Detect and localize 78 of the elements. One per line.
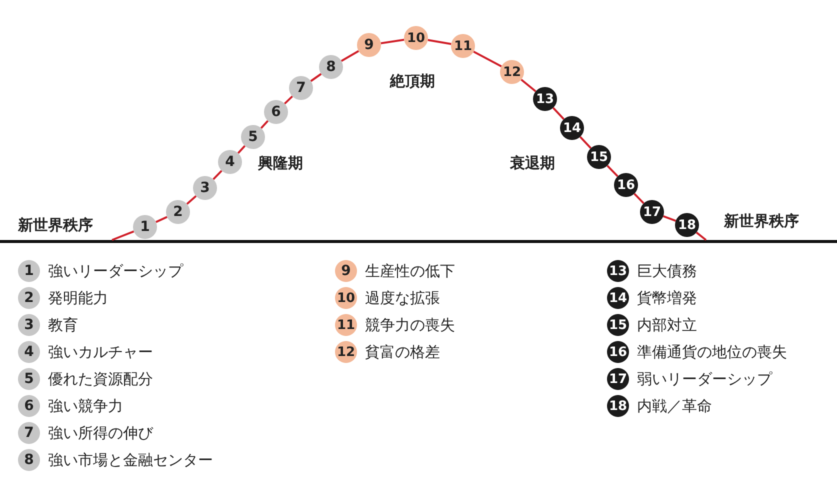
numbered-circle: 1 (133, 215, 157, 239)
item-label: 生産性の低下 (365, 261, 455, 282)
curve-segment (606, 164, 618, 178)
era-label: 新世界秩序 (18, 216, 93, 235)
numbered-circle: 9 (335, 260, 357, 282)
item-label: 強い競争力 (48, 396, 123, 417)
numbered-circle: 9 (357, 33, 381, 57)
numbered-circle: 6 (264, 100, 288, 124)
curve-segment (662, 215, 676, 222)
numbered-circle: 5 (18, 368, 40, 390)
curve-segment (696, 232, 707, 241)
item-label: 強い市場と金融センター (48, 450, 213, 471)
phase-label: 絶頂期 (390, 72, 435, 91)
curve-segment (237, 145, 246, 154)
item-label: 発明能力 (48, 288, 108, 309)
item-label: 内部対立 (637, 315, 697, 336)
curve-segment (520, 78, 536, 92)
item-label: 過度な拡張 (365, 288, 440, 309)
item-label: 強いカルチャー (48, 342, 153, 363)
numbered-circle: 5 (241, 125, 265, 149)
numbered-circle: 12 (335, 341, 357, 363)
curve-segment (186, 195, 197, 205)
numbered-circle: 16 (607, 341, 629, 363)
numbered-circle: 6 (18, 395, 40, 417)
numbered-circle: 17 (640, 200, 664, 224)
numbered-circle: 2 (18, 287, 40, 309)
numbered-circle: 15 (607, 314, 629, 336)
numbered-circle: 4 (218, 150, 242, 174)
phase-label: 衰退期 (510, 154, 555, 173)
curve-segment (310, 73, 322, 82)
curve-segment (428, 39, 452, 45)
curve-segment (634, 192, 644, 204)
curve-segment (579, 136, 592, 149)
numbered-circle: 2 (166, 200, 190, 224)
numbered-circle: 14 (607, 287, 629, 309)
numbered-circle: 8 (18, 449, 40, 471)
curve-segment (212, 170, 222, 180)
item-label: 教育 (48, 315, 78, 336)
item-label: 準備通貨の地位の喪失 (637, 342, 787, 363)
curve-segment (156, 216, 168, 223)
item-label: 貧富の格差 (365, 342, 440, 363)
curve-segment (340, 50, 360, 62)
curve-segment (260, 120, 269, 129)
curve-segment (473, 50, 502, 68)
numbered-circle: 15 (587, 145, 611, 169)
item-label: 強いリーダーシップ (48, 261, 183, 282)
numbered-circle: 7 (18, 422, 40, 444)
item-label: 競争力の喪失 (365, 315, 455, 336)
numbered-circle: 3 (193, 176, 217, 200)
curve-segment (112, 230, 134, 241)
numbered-circle: 7 (289, 76, 313, 100)
numbered-circle: 17 (607, 368, 629, 390)
curve-segment (552, 107, 565, 120)
numbered-circle: 3 (18, 314, 40, 336)
numbered-circle: 18 (607, 395, 629, 417)
item-label: 強い所得の伸び (48, 423, 153, 444)
numbered-circle: 18 (675, 213, 699, 237)
numbered-circle: 10 (335, 287, 357, 309)
numbered-circle: 1 (18, 260, 40, 282)
numbered-circle: 14 (560, 116, 584, 140)
numbered-circle: 8 (319, 55, 343, 79)
numbered-circle: 10 (404, 26, 428, 50)
era-label: 新世界秩序 (724, 212, 799, 231)
item-label: 内戦／革命 (637, 396, 712, 417)
item-label: 貨幣増発 (637, 288, 697, 309)
item-label: 巨大債務 (637, 261, 697, 282)
phase-label: 興隆期 (258, 154, 303, 173)
numbered-circle: 11 (335, 314, 357, 336)
curve-segment (284, 96, 294, 104)
numbered-circle: 4 (18, 341, 40, 363)
numbered-circle: 13 (607, 260, 629, 282)
item-label: 優れた資源配分 (48, 369, 153, 390)
numbered-circle: 16 (614, 173, 638, 197)
numbered-circle: 11 (451, 34, 475, 58)
numbered-circle: 13 (533, 87, 557, 111)
numbered-circle: 12 (500, 60, 524, 84)
curve-segment (380, 38, 404, 44)
item-label: 弱いリーダーシップ (637, 369, 772, 390)
